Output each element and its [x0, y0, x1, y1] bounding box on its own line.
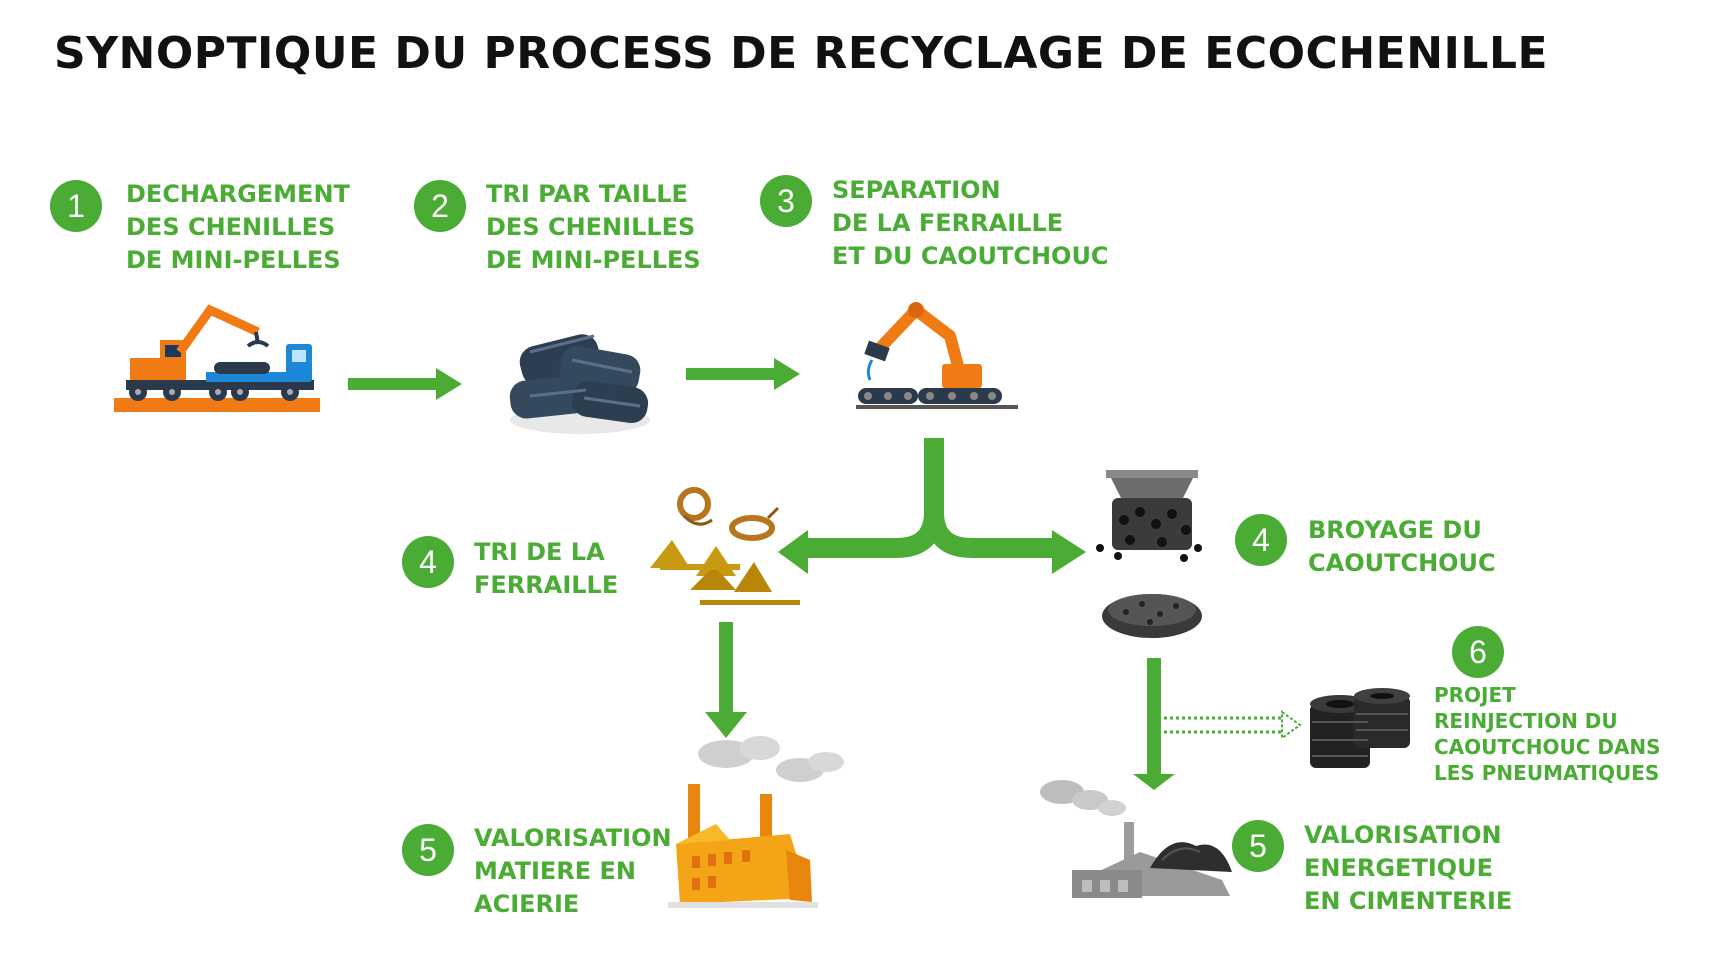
- track-pile-icon: [509, 334, 650, 434]
- page-title: SYNOPTIQUE DU PROCESS DE RECYCLAGE DE EC…: [54, 28, 1549, 79]
- arrow-split: [778, 438, 1086, 574]
- shredder-icon: [1096, 470, 1202, 638]
- step-4-scrap-badge: 4: [402, 536, 454, 588]
- arrow-dotted-tires: [1164, 710, 1302, 740]
- arrow-scrap-down: [705, 622, 747, 738]
- robot-arm-icon: [856, 302, 1018, 409]
- arrow-1-to-2: [348, 368, 462, 400]
- cement-plant-icon: [1040, 780, 1232, 898]
- scrap-pile-icon: [650, 487, 800, 605]
- steel-factory-icon: [668, 736, 844, 908]
- truck-excavator-icon: [114, 304, 320, 412]
- step-4-rubber-badge: 4: [1235, 514, 1287, 566]
- arrow-rubber-down: [1133, 658, 1175, 790]
- step-2-badge: 2: [414, 180, 466, 232]
- step-3-badge: 3: [760, 175, 812, 227]
- step-5-steel-badge: 5: [402, 824, 454, 876]
- step-1-badge: 1: [50, 180, 102, 232]
- step-5-cement-badge: 5: [1232, 820, 1284, 872]
- arrow-2-to-3: [686, 358, 800, 390]
- step-6-badge: 6: [1452, 626, 1504, 678]
- tires-icon: [1310, 688, 1410, 768]
- flow-arrows: [348, 358, 1302, 790]
